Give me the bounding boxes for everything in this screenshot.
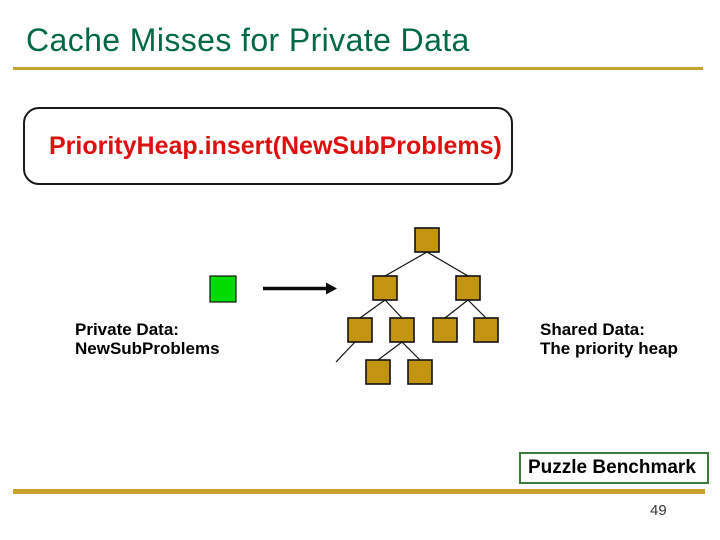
heap-node [473, 317, 499, 343]
tree-edge [384, 299, 403, 319]
private-data-label-line2: NewSubProblems [75, 339, 220, 358]
insert-arrow-head-icon [326, 282, 337, 295]
benchmark-box: Puzzle Benchmark [519, 452, 709, 484]
tree-edge [444, 299, 469, 319]
private-data-label-line1: Private Data: [75, 320, 179, 339]
heap-node [432, 317, 458, 343]
heap-node [389, 317, 415, 343]
shared-data-label-line2: The priority heap [540, 339, 678, 358]
code-callout-box: PriorityHeap.insert(NewSubProblems) [23, 107, 513, 185]
page-number: 49 [650, 502, 667, 519]
heap-node [455, 275, 481, 301]
title-underline [13, 67, 703, 70]
tree-edge [384, 251, 428, 277]
heap-node [407, 359, 433, 385]
footer-rule [13, 489, 705, 494]
benchmark-label: Puzzle Benchmark [528, 457, 696, 478]
page-title: Cache Misses for Private Data [26, 22, 470, 58]
tree-edge [467, 299, 487, 319]
heap-node [372, 275, 398, 301]
code-text: PriorityHeap.insert(NewSubProblems) [49, 131, 502, 160]
new-subproblem-node [209, 275, 237, 303]
heap-node [365, 359, 391, 385]
private-data-label: Private Data: NewSubProblems [75, 320, 220, 358]
shared-data-label-line1: Shared Data: [540, 320, 645, 339]
tree-edge [426, 251, 469, 277]
tree-edge [335, 341, 356, 363]
tree-edge [377, 341, 403, 361]
heap-node [414, 227, 440, 253]
shared-data-label: Shared Data: The priority heap [540, 320, 678, 358]
tree-edge [401, 341, 421, 361]
heap-node [347, 317, 373, 343]
tree-edge [359, 299, 386, 319]
